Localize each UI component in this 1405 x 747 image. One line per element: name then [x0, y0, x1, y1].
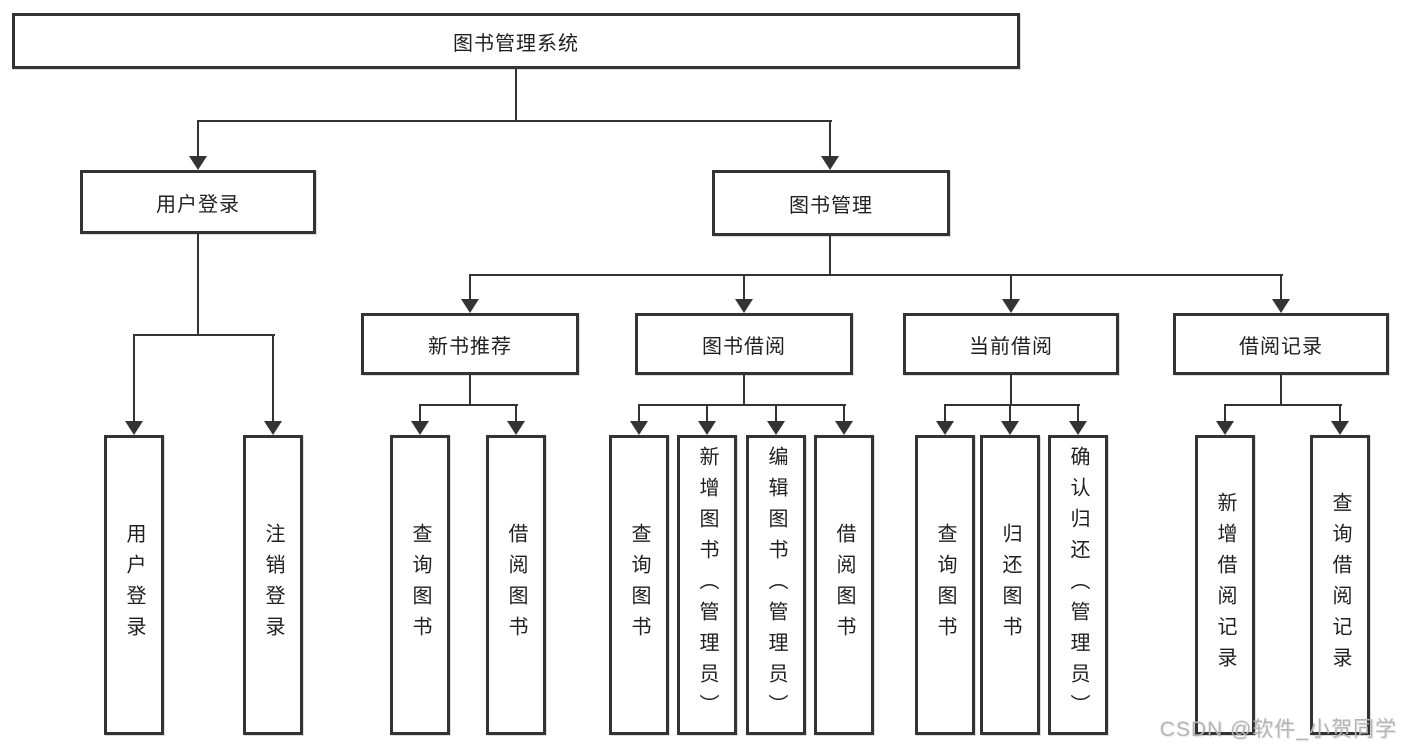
leaf-return-books: 归还图书 — [980, 435, 1040, 735]
node-book-management: 图书管理 — [712, 170, 950, 236]
connector-book-borrow-rail — [638, 404, 846, 406]
arrow-to-leaf-logout — [264, 336, 282, 435]
leaf-confirm-return-admin: 确认归还（管理员） — [1048, 435, 1108, 735]
node-user-login-label: 用户登录 — [156, 193, 240, 216]
connector-new-book-rail — [419, 404, 518, 406]
node-borrow-record-label: 借阅记录 — [1239, 335, 1323, 358]
connector-root-rail — [197, 120, 832, 122]
connector-user-login-rail — [133, 334, 275, 336]
connector-borrow-record-stub — [1280, 375, 1282, 406]
leaf-borrow-books-2-label: 借阅图书 — [833, 523, 855, 647]
leaf-query-borrow-record: 查询借阅记录 — [1310, 435, 1370, 735]
leaf-edit-books-admin-label: 编辑图书（管理员） — [765, 445, 787, 725]
arrow-to-current-borrow — [1002, 276, 1020, 313]
leaf-user-login-label: 用户登录 — [123, 523, 145, 647]
node-book-management-label: 图书管理 — [789, 194, 873, 217]
node-new-book-recommend-label: 新书推荐 — [428, 335, 512, 358]
leaf-confirm-return-admin-label: 确认归还（管理员） — [1067, 445, 1089, 725]
leaf-logout: 注销登录 — [243, 435, 303, 735]
connector-book-management-rail — [469, 274, 1283, 276]
node-library-management-system: 图书管理系统 — [12, 13, 1020, 69]
connector-root-stub — [515, 69, 517, 122]
leaf-borrow-books-1: 借阅图书 — [486, 435, 546, 735]
connector-book-management-stub — [829, 236, 831, 276]
leaf-add-books-admin-label: 新增图书（管理员） — [696, 445, 718, 725]
leaf-add-borrow-record-label: 新增借阅记录 — [1214, 492, 1236, 678]
arrow-to-user-login — [189, 122, 207, 170]
node-current-borrow: 当前借阅 — [903, 313, 1119, 375]
node-borrow-record: 借阅记录 — [1173, 313, 1389, 375]
arrow-to-leaf-add-borrow-record — [1216, 406, 1234, 435]
arrow-to-leaf-query-books-3 — [936, 406, 954, 435]
leaf-query-books-1: 查询图书 — [390, 435, 450, 735]
arrow-to-leaf-return-books — [1001, 406, 1019, 435]
arrow-to-book-management — [821, 122, 839, 170]
leaf-query-books-2: 查询图书 — [609, 435, 669, 735]
arrow-to-leaf-borrow-books-1 — [507, 406, 525, 435]
arrow-to-leaf-add-books — [698, 406, 716, 435]
leaf-borrow-books-1-label: 借阅图书 — [505, 523, 527, 647]
connector-book-borrow-stub — [743, 375, 745, 406]
leaf-query-books-3-label: 查询图书 — [934, 523, 956, 647]
arrow-to-leaf-query-books-2 — [630, 406, 648, 435]
node-library-management-system-label: 图书管理系统 — [453, 32, 579, 55]
connector-user-login-stub — [197, 234, 199, 336]
connector-borrow-record-rail — [1224, 404, 1342, 406]
connector-new-book-stub — [469, 375, 471, 406]
arrow-to-leaf-user-login — [125, 336, 143, 435]
arrow-to-leaf-query-borrow-record — [1331, 406, 1349, 435]
arrow-to-leaf-borrow-books-2 — [835, 406, 853, 435]
arrow-to-book-borrow — [735, 276, 753, 313]
node-user-login: 用户登录 — [80, 170, 316, 234]
connector-current-borrow-stub — [1010, 375, 1012, 406]
leaf-logout-label: 注销登录 — [262, 523, 284, 647]
arrow-to-new-book-recommend — [461, 276, 479, 313]
leaf-return-books-label: 归还图书 — [999, 523, 1021, 647]
node-new-book-recommend: 新书推荐 — [361, 313, 579, 375]
csdn-watermark: CSDN @软件_小贺同学 — [1159, 718, 1397, 741]
arrow-to-leaf-confirm-return — [1069, 406, 1087, 435]
arrow-to-leaf-query-books-1 — [411, 406, 429, 435]
node-current-borrow-label: 当前借阅 — [969, 335, 1053, 358]
connector-current-borrow-rail — [944, 404, 1080, 406]
arrow-to-leaf-edit-books — [767, 406, 785, 435]
arrow-to-borrow-record — [1272, 276, 1290, 313]
leaf-add-borrow-record: 新增借阅记录 — [1195, 435, 1255, 735]
leaf-query-books-1-label: 查询图书 — [409, 523, 431, 647]
leaf-query-borrow-record-label: 查询借阅记录 — [1329, 492, 1351, 678]
leaf-query-books-2-label: 查询图书 — [628, 523, 650, 647]
leaf-borrow-books-2: 借阅图书 — [814, 435, 874, 735]
leaf-add-books-admin: 新增图书（管理员） — [677, 435, 737, 735]
leaf-user-login: 用户登录 — [104, 435, 164, 735]
node-book-borrow: 图书借阅 — [635, 313, 853, 375]
leaf-query-books-3: 查询图书 — [915, 435, 975, 735]
node-book-borrow-label: 图书借阅 — [702, 335, 786, 358]
leaf-edit-books-admin: 编辑图书（管理员） — [746, 435, 806, 735]
